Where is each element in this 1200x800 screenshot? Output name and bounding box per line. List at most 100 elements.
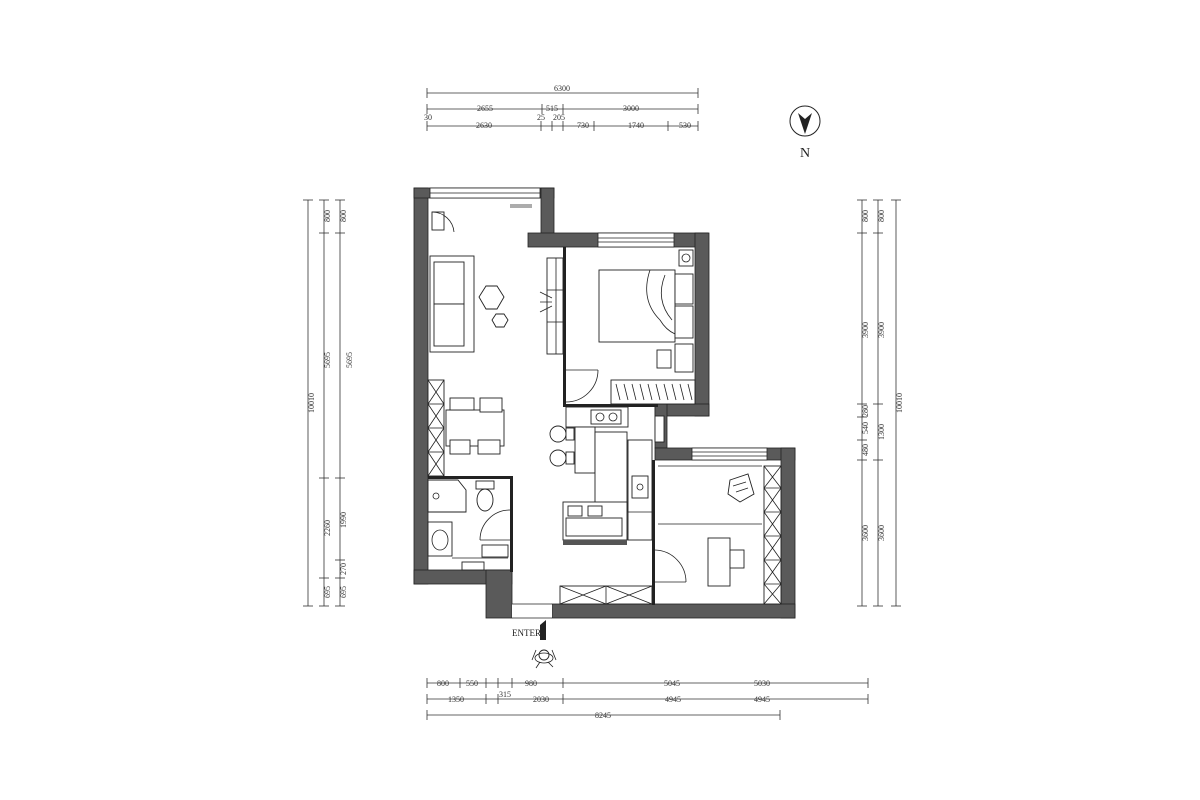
dim-bot-r1-4: 5030	[754, 679, 770, 688]
person-icon	[531, 649, 557, 669]
dim-left-i-3: 270	[339, 563, 348, 575]
entry-door-opening	[512, 604, 552, 618]
side-table	[491, 313, 509, 328]
dim-left-total: 10010	[307, 393, 316, 413]
pillow	[674, 305, 694, 339]
toilet	[476, 488, 494, 512]
shower	[427, 479, 467, 513]
dim-right-total: 10010	[895, 393, 904, 413]
dim-left-o-3: 695	[323, 586, 332, 598]
dim-left-o-1: 5695	[323, 352, 332, 368]
floor-lamp	[431, 211, 445, 231]
chair	[656, 349, 672, 369]
dining-chair	[449, 439, 471, 455]
dim-left-i-1: 5695	[345, 352, 354, 368]
washer	[481, 544, 509, 558]
wall-east-study	[780, 447, 796, 619]
coffee-table	[478, 285, 505, 310]
desk	[707, 537, 731, 587]
window-study	[691, 447, 768, 461]
windows	[429, 187, 768, 461]
dim-left-i-4: 695	[339, 586, 348, 598]
entry-arrow-icon	[540, 620, 546, 640]
dim-bot-r2-0: 1350	[448, 695, 464, 704]
toilet-tank	[475, 480, 495, 490]
dim-top-r2-1: 2630	[476, 121, 492, 130]
dim-left-i-0: 800	[339, 210, 348, 222]
dim-right-i-0: 800	[861, 210, 870, 222]
wall-entry-left	[485, 569, 513, 619]
dim-bot-r1-2: 980	[525, 679, 537, 688]
dim-left-i-2: 1990	[339, 512, 348, 528]
bathroom	[427, 479, 511, 571]
dim-top-r2-6: 530	[679, 121, 691, 130]
dim-top-r2-3: 205	[553, 113, 565, 122]
wall-bath-north	[428, 476, 513, 479]
study-cabinet	[763, 465, 782, 605]
dim-top-r1-2: 3000	[623, 104, 639, 113]
wall-south-main	[551, 603, 796, 619]
wardrobe	[610, 379, 696, 405]
dim-top-r1-1: 515	[546, 104, 558, 113]
wall-bedroom-south	[563, 404, 658, 407]
island-counter	[574, 426, 596, 474]
bar-stool	[549, 425, 567, 443]
counter-edge	[563, 540, 627, 545]
dim-bot-r1-0: 800	[437, 679, 449, 688]
dim-right-m-3: 3600	[877, 525, 886, 541]
dim-bot-r2-2: 2030	[533, 695, 549, 704]
dining-chair	[449, 397, 475, 411]
wall-west	[413, 187, 429, 585]
dim-right-i-5: 3600	[861, 525, 870, 541]
kitchen	[549, 406, 665, 605]
entry: ENTER	[512, 603, 557, 669]
living-room	[427, 204, 564, 477]
north-arrow: N	[789, 105, 821, 161]
bar-stool	[549, 449, 567, 467]
dim-right-m-2: 1300	[877, 424, 886, 440]
dim-top-r2-5: 1740	[628, 121, 644, 130]
dim-top-total: 6300	[554, 84, 570, 93]
dim-bot-r2-1: 315	[499, 690, 511, 699]
dim-left-o-2: 2260	[323, 520, 332, 536]
dining-chair	[477, 439, 501, 455]
window-bedroom	[597, 232, 675, 248]
top-dimensions: 6300 2655 515 3000 30 2630 25 205 730 17…	[424, 84, 699, 131]
enter-label: ENTER	[512, 628, 541, 638]
dim-bot-total: 8245	[595, 711, 611, 720]
dim-top-r2-4: 730	[577, 121, 589, 130]
desk-chair	[729, 549, 745, 569]
dim-right-m-1: 3900	[877, 322, 886, 338]
wall-bath-east	[510, 476, 513, 572]
left-dimensions: 10010 800 5695 2260 695 800 5695 1990 27…	[303, 199, 354, 607]
north-arrow-icon	[798, 113, 812, 134]
pillow	[674, 273, 694, 305]
dim-right-i-3: 540	[861, 422, 870, 434]
wall-study-west	[652, 460, 655, 605]
dining-chair	[479, 397, 503, 413]
dim-right-i-1: 3900	[861, 322, 870, 338]
dim-right-m-0: 800	[877, 210, 886, 222]
wall-bedroom-west	[563, 247, 566, 405]
dim-top-r2-2: 25	[537, 113, 545, 122]
bottom-dimensions: 800 550 980 5045 5030 1350 315 2030 4945…	[426, 678, 869, 720]
dim-right-i-4: 480	[861, 444, 870, 456]
dim-bot-r2-4: 4945	[754, 695, 770, 704]
kitchen-cabinet	[594, 431, 628, 513]
dim-bot-r1-3: 5045	[664, 679, 680, 688]
tv-cabinet	[546, 257, 564, 355]
sink	[631, 475, 649, 499]
dim-top-r2-0: 30	[424, 113, 432, 122]
side-cabinet	[674, 343, 694, 373]
dim-bot-r1-1: 550	[466, 679, 478, 688]
lounge-chair	[727, 473, 755, 503]
dim-right-i-2: 280	[861, 405, 870, 417]
dim-top-r1-0: 2655	[477, 104, 493, 113]
bath-cabinet	[461, 561, 485, 571]
study-room	[654, 465, 782, 605]
right-dimensions: 800 3900 280 540 480 3600 800 3900 1300 …	[857, 199, 904, 607]
bedroom	[565, 249, 696, 405]
wall-east-bedroom	[694, 232, 710, 417]
vanity	[427, 521, 453, 557]
